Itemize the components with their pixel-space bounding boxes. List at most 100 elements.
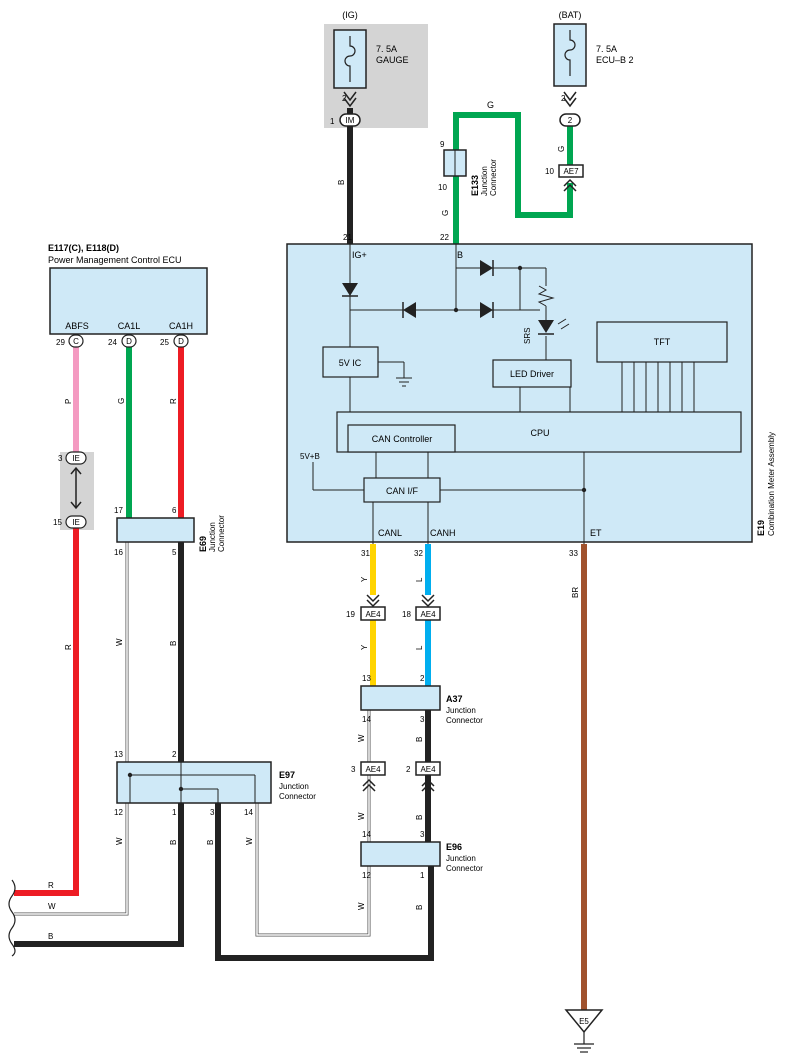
- e133-id: E133: [470, 175, 480, 196]
- ecu-conn-ca1h-label: D: [178, 337, 184, 346]
- ae4-conn-18: [415, 606, 441, 621]
- ie-conn-top: [65, 451, 87, 465]
- pin-et: 33: [569, 549, 578, 558]
- wire-r-label: R: [169, 398, 178, 404]
- srs-led-rays-icon: [557, 318, 570, 330]
- ae4-chevron-icon: [421, 594, 435, 608]
- wire-bat-color-2: G: [557, 146, 566, 152]
- wire-e97-w-loop-inner: [256, 803, 370, 936]
- ecu-pin-ca1l: 24: [108, 338, 117, 347]
- fuse-gauge-icon: [344, 36, 356, 82]
- wire-e97-b-loop: [215, 803, 434, 961]
- ecu-pin-ca1h: 25: [160, 338, 169, 347]
- bat-connector-pin: 2: [568, 116, 573, 125]
- e97-pin-2: 2: [172, 750, 177, 759]
- ig-chevron2-icon: [343, 97, 357, 108]
- wire-ie-r: [14, 528, 79, 896]
- ae4-chevron-icon: [366, 594, 380, 608]
- break-mark-icon: [8, 879, 16, 957]
- e69-pin-bl: 16: [114, 548, 123, 557]
- ie-pin-top: 3: [58, 454, 63, 463]
- ig-chevron-icon: [343, 91, 357, 102]
- meter-id: E19: [756, 520, 766, 536]
- meter-pin-b: 22: [440, 233, 449, 242]
- wire-w-label: W: [115, 638, 124, 646]
- diode-left-icon: [403, 302, 416, 318]
- ecu-pin-abfs: 29: [56, 338, 65, 347]
- tft-label: TFT: [654, 337, 671, 347]
- ic-5v-label: 5V IC: [339, 358, 362, 368]
- a37-pin-13: 13: [362, 674, 371, 683]
- wire-b-label-2: B: [169, 840, 178, 845]
- ie-conn-bottom: [65, 515, 87, 529]
- tft-block: [596, 321, 728, 363]
- e97-pin-14: 14: [244, 808, 253, 817]
- im-pin: 1: [330, 117, 335, 126]
- can-controller-label: CAN Controller: [372, 434, 433, 444]
- e133-title2: Connector: [489, 159, 498, 196]
- wire-e97-w-outer: [14, 803, 129, 916]
- ae4-label-19: AE4: [365, 610, 381, 619]
- ecu-conn-ca1l: [121, 334, 137, 348]
- e69-connector: [116, 517, 195, 543]
- im-connector-label: IM: [346, 116, 355, 125]
- bat-rating: 7. 5A: [596, 44, 617, 54]
- ae7-chevron-icon: [563, 178, 577, 192]
- wire-b-label: B: [169, 641, 178, 646]
- ecu-conn-abfs: [68, 334, 84, 348]
- e96-title2: Connector: [446, 864, 483, 873]
- e133-wire: G: [441, 210, 450, 216]
- wire-b-label-4: B: [415, 737, 424, 742]
- ecu-ca1l: CA1L: [118, 321, 141, 331]
- led-driver-block: [492, 359, 572, 388]
- term-r-label: R: [48, 881, 54, 890]
- ie-arrows-icon: [70, 466, 82, 510]
- wire-r-label-2: R: [64, 644, 73, 650]
- diode-right-icon: [480, 302, 493, 318]
- wire-w-label-2: W: [115, 837, 124, 845]
- ae7-pin: 10: [545, 167, 554, 176]
- ecu-ids: E117(C), E118(D): [48, 243, 119, 253]
- ae4-pin-2: 2: [406, 765, 411, 774]
- wire-b-label-3: B: [206, 840, 215, 845]
- e96-connector: [360, 841, 441, 867]
- junction-dot: [581, 487, 587, 493]
- e97-pin-13: 13: [114, 750, 123, 759]
- ae4-pin-18: 18: [402, 610, 411, 619]
- ecu-conn-ca1h: [173, 334, 189, 348]
- ecu-name: Power Management Control ECU: [48, 255, 182, 265]
- e96-pin-14: 14: [362, 830, 371, 839]
- junction-dot: [517, 265, 523, 271]
- wire-w-label-6: W: [357, 902, 366, 910]
- wire-e97-b: [14, 803, 184, 947]
- wire-e97-w-inner: [14, 803, 128, 915]
- e97-pin-1: 1: [172, 808, 177, 817]
- ig-fuse-name: GAUGE: [376, 55, 409, 65]
- bat-connector: [559, 113, 581, 127]
- im-connector: [339, 113, 361, 127]
- e69-id: E69: [198, 536, 208, 552]
- wire-l-label: L: [415, 577, 424, 582]
- ae4-conn-2: [415, 761, 441, 776]
- ae4-lower-chevron-icon: [421, 778, 435, 792]
- wire-ig-color: B: [337, 180, 346, 185]
- meter-pin-ig: 21: [343, 233, 352, 242]
- wire-w-label-5: W: [357, 812, 366, 820]
- wire-y-label: Y: [360, 576, 369, 582]
- e69-pin-tr: 6: [172, 506, 177, 515]
- ecu-ca1h: CA1H: [169, 321, 193, 331]
- e97-internal-lines: [129, 762, 256, 803]
- ae4-conn-3: [360, 761, 386, 776]
- e69-title: Junction: [208, 522, 217, 552]
- ae4-lower-chevron-icon: [362, 778, 376, 792]
- wire-l-label-2: L: [415, 645, 424, 650]
- wire-bat-color: G: [487, 100, 494, 110]
- diode-top-icon: [480, 260, 493, 276]
- can-if-label: CAN I/F: [386, 486, 419, 496]
- bat-fuse-name: ECU–B 2: [596, 55, 634, 65]
- e97-connector: [116, 761, 272, 804]
- ground-symbol: [564, 1009, 604, 1034]
- wire-b-label-6: B: [415, 905, 424, 910]
- meter-label-ig: IG+: [352, 250, 367, 260]
